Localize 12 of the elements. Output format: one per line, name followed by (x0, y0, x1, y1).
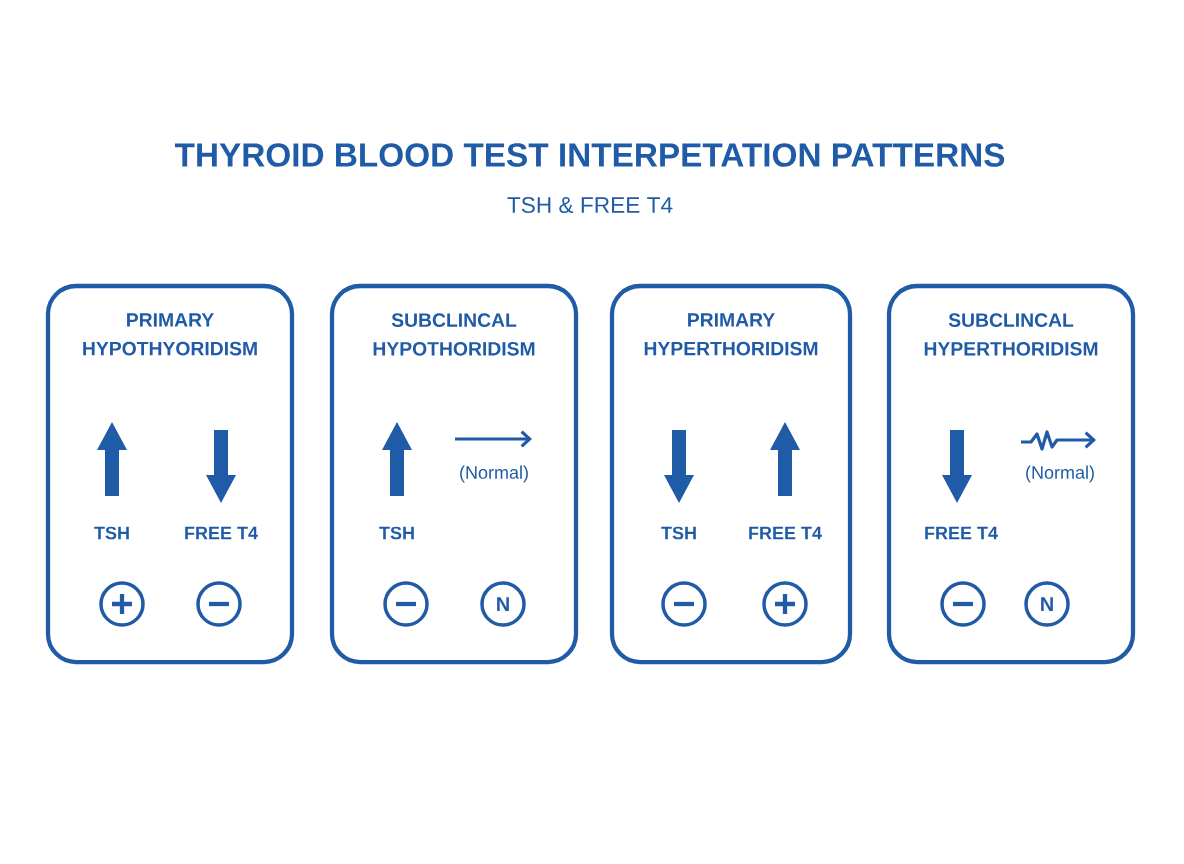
value-label: TSH (379, 526, 414, 540)
value-label: FREE T4 (185, 526, 258, 540)
title: THYROID BLOOD TEST INTERPETATION PATTERNS (174, 143, 1005, 167)
value-label: TSH (94, 526, 129, 540)
normal-badge: N (480, 581, 526, 627)
normal-label: (Normal) (1026, 465, 1094, 483)
normal-badge: N (1024, 581, 1070, 627)
normal-label: (Normal) (460, 465, 528, 483)
value-label: FREE T4 (925, 526, 998, 540)
subtitle: TSH & FREE T4 (507, 197, 673, 214)
value-label: FREE T4 (749, 526, 822, 540)
value-label: TSH (661, 526, 696, 540)
